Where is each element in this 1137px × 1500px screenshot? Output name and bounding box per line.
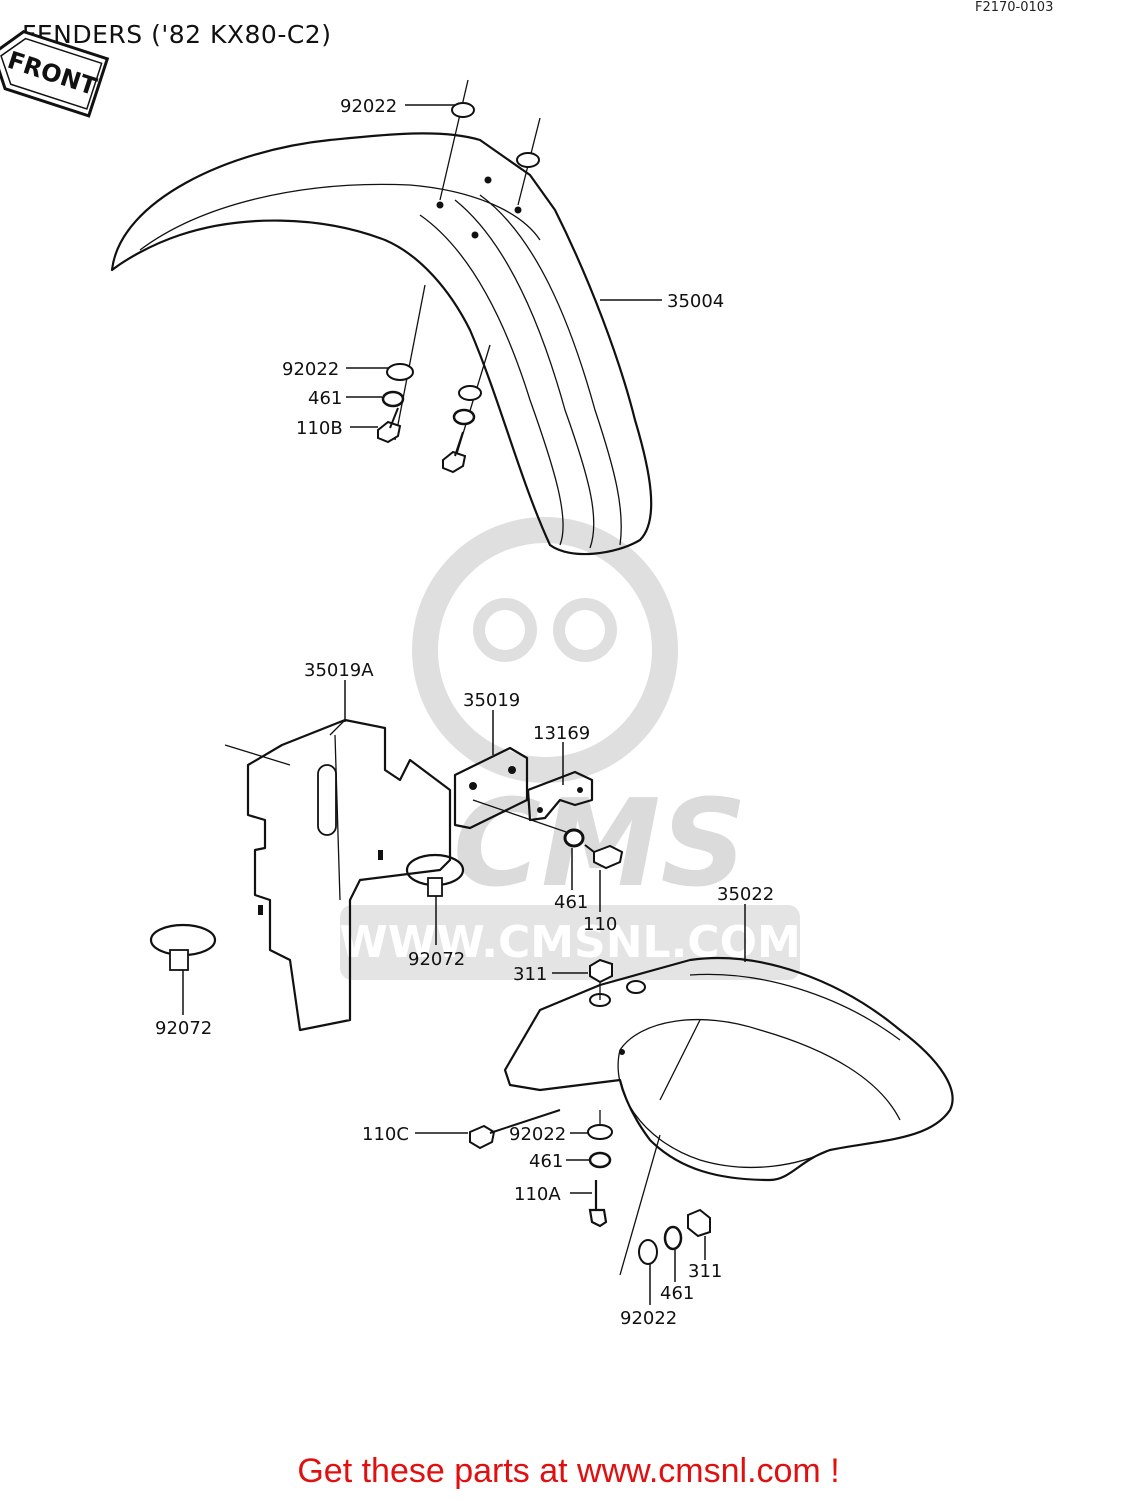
- footer-cta-link[interactable]: Get these parts at www.cmsnl.com !: [297, 1452, 840, 1490]
- lockwasher-icon: [452, 408, 476, 426]
- lockwasher-icon: [663, 1225, 683, 1251]
- nut-icon: [687, 1208, 711, 1238]
- watermark-url: WWW.CMSNL.COM: [339, 917, 801, 968]
- callout-labels: 92022 35004 92022 461 110B 35019A 35019 …: [155, 96, 774, 1329]
- callout-110b: 110B: [296, 418, 343, 439]
- callout-92022: 92022: [620, 1308, 677, 1329]
- bolt-icon: [584, 844, 624, 870]
- leader-lines: [182, 104, 746, 1305]
- rear-fender: [503, 956, 954, 1182]
- callout-92022: 92022: [509, 1124, 566, 1145]
- washer-icon: [638, 1239, 658, 1265]
- page-title: FENDERS ('82 KX80-C2): [22, 20, 332, 49]
- washer-icon: [458, 385, 482, 401]
- washer-icon: [516, 152, 540, 168]
- bolt-icon: [588, 1180, 608, 1228]
- diagram-code: F2170-0103: [975, 0, 1054, 15]
- callout-110: 110: [583, 914, 617, 935]
- bolt-icon: [442, 431, 467, 474]
- callout-461: 461: [529, 1151, 563, 1172]
- washer-icon: [386, 363, 414, 381]
- bolt-icon: [377, 407, 402, 444]
- bolt-icon: [469, 1109, 561, 1150]
- callout-35004: 35004: [667, 291, 724, 312]
- callout-311: 311: [688, 1261, 722, 1282]
- callout-35019: 35019: [463, 690, 520, 711]
- lockwasher-icon: [381, 390, 405, 408]
- plate-holder: [526, 770, 624, 870]
- callout-461: 461: [660, 1283, 694, 1304]
- front-fasteners: [377, 79, 541, 474]
- callout-35022: 35022: [717, 884, 774, 905]
- nut-icon: [589, 958, 613, 984]
- callout-35019a: 35019A: [304, 660, 374, 681]
- front-direction-badge: FRONT: [0, 29, 110, 118]
- callout-92072: 92072: [155, 1018, 212, 1039]
- callout-311: 311: [513, 964, 547, 985]
- number-plate: [224, 718, 452, 1032]
- washer-icon: [451, 102, 475, 118]
- callout-461: 461: [554, 892, 588, 913]
- callout-110c: 110C: [362, 1124, 409, 1145]
- front-fender: [110, 132, 653, 556]
- callout-110a: 110A: [514, 1184, 561, 1205]
- callout-92022: 92022: [282, 359, 339, 380]
- lockwasher-icon: [588, 1151, 612, 1169]
- band-clamp-left: [149, 923, 217, 971]
- callout-13169: 13169: [533, 723, 590, 744]
- lockwasher-icon: [563, 828, 585, 848]
- callout-92072: 92072: [408, 949, 465, 970]
- washer-icon: [587, 1124, 613, 1140]
- callout-92022: 92022: [340, 96, 397, 117]
- callout-461: 461: [308, 388, 342, 409]
- plate-bracket: [453, 746, 576, 836]
- rear-fasteners: [469, 958, 711, 1276]
- band-clamp-right: [405, 853, 465, 897]
